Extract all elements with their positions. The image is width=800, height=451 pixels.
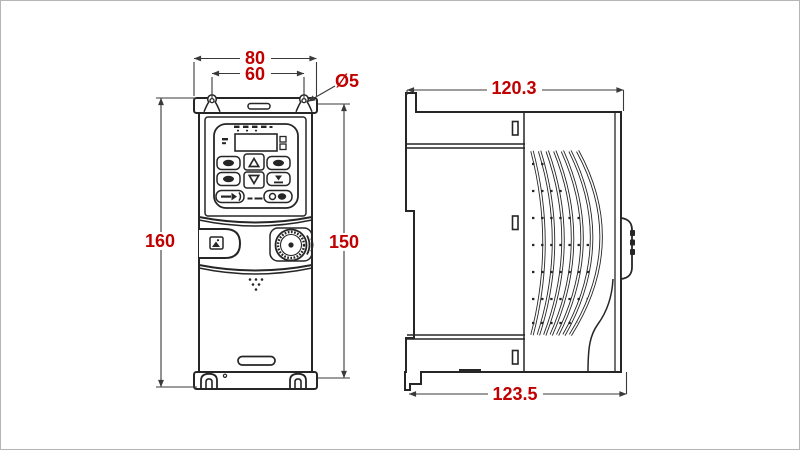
dim-hole-diameter-leader: [307, 85, 336, 102]
cover-seam-top: [406, 143, 525, 149]
port-cover-icon: [209, 236, 224, 250]
up-arrow-icon: [247, 156, 261, 168]
down-arrow-icon: [247, 174, 261, 186]
side-view: [404, 92, 635, 391]
function-button-2-icon: [273, 159, 284, 167]
run-button-icon: [221, 192, 242, 202]
upper-separator-band: [198, 216, 313, 227]
lower-separator-band: [198, 264, 313, 275]
dim-hole-diameter-label: Ø5: [335, 71, 359, 91]
dim-front-width-label: 80: [245, 48, 265, 68]
cover-seam-bottom: [407, 334, 525, 340]
function-button-4-icon: [274, 175, 283, 184]
status-indicator-labels: [234, 125, 273, 132]
function-button-1: [216, 155, 241, 171]
up-button: [243, 153, 265, 171]
keypad-bezel: [204, 116, 307, 217]
vent-dots: [248, 278, 264, 291]
side-slot-top: [511, 120, 519, 136]
bottom-mount-slot-right-icon: [289, 372, 307, 389]
dim-front-height-overall-label: 160: [145, 231, 175, 251]
side-slot-middle: [511, 215, 519, 231]
dim-hole-spacing-label: 60: [245, 64, 265, 84]
potentiometer-knob-icon: [274, 228, 308, 262]
function-button-3-icon: [223, 175, 234, 183]
dim-front-height-mount-label: 150: [329, 232, 359, 252]
side-body-outline: [404, 92, 622, 391]
side-terminal-bump: [620, 216, 635, 281]
keypad-panel: [213, 123, 299, 209]
function-button-1-icon: [223, 159, 234, 167]
side-slot-bottom: [511, 349, 519, 365]
dim-side-depth-bottom-label: 123.5: [492, 384, 537, 404]
front-bottom-mount-bar: [193, 371, 318, 390]
display-side-marks-left: [222, 138, 228, 145]
keypad-buttons: [215, 153, 293, 204]
bottom-mount-slot-left-icon: [200, 372, 218, 389]
down-button: [243, 171, 265, 189]
function-button-2: [266, 155, 291, 171]
front-view: [193, 94, 318, 390]
display-side-marks-right: [279, 135, 287, 151]
stop-button-icon: [268, 192, 287, 201]
side-lower-right-contour: [587, 278, 614, 373]
dim-side-depth-top-label: 120.3: [491, 78, 536, 98]
lower-cover-slot: [237, 355, 276, 366]
run-button: [215, 189, 245, 204]
port-pocket: [199, 228, 242, 259]
stop-button: [263, 189, 293, 204]
function-button-3: [216, 171, 241, 187]
knob-accent-arcs: [306, 235, 314, 255]
top-bar-slot: [247, 102, 271, 110]
function-button-4: [266, 171, 291, 187]
lcd-display: [234, 133, 278, 152]
bottom-bar-pin-hole: [222, 373, 228, 378]
dimensions: 80 60 Ø5 160 150 120.3 123.5: [141, 48, 628, 404]
keypad-brand-marks: [247, 197, 263, 200]
